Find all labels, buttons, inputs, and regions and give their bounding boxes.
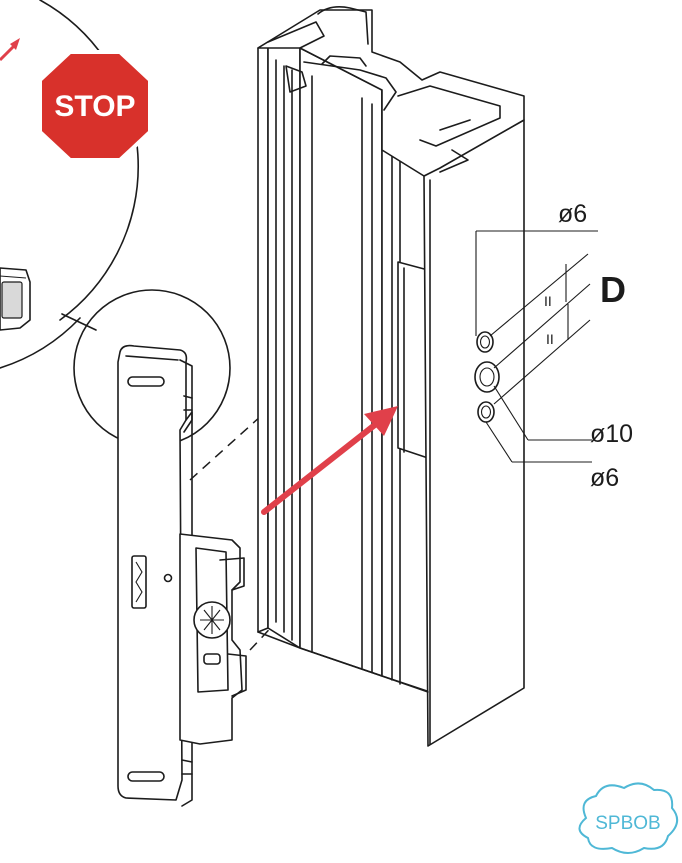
stop-sign-icon: STOP	[38, 50, 152, 162]
red-insertion-arrow	[261, 406, 398, 515]
gearbox-component-icon	[0, 267, 31, 331]
aluminum-profile	[257, 6, 525, 747]
profile-slot-opening	[397, 261, 429, 459]
watermark-text: SPBOB	[595, 813, 660, 834]
detail-label-d: D	[600, 269, 626, 310]
keeper-logo-label	[131, 555, 147, 609]
drill-holes	[474, 331, 500, 423]
bottom-hole-6mm	[477, 401, 495, 423]
middle-hole-10mm	[474, 361, 500, 393]
stop-sign-text: STOP	[54, 90, 135, 123]
bottom-hole-diameter-label: ø6	[590, 464, 619, 492]
keeper-top-slot	[127, 376, 165, 387]
callout-leader-line	[61, 313, 97, 331]
striker-mechanism	[179, 533, 247, 745]
top-hole-diameter-label: ø6	[558, 200, 587, 228]
stop-detail-callout: STOP	[0, 0, 152, 369]
equal-spacing-mark-1: II	[544, 293, 552, 309]
keeper-plate	[117, 344, 247, 807]
keeper-screw-hole	[163, 573, 173, 583]
equal-spacing-mark-2: II	[546, 331, 554, 347]
profile-cross-section	[257, 6, 525, 177]
dimension-annotations: ø6 D II II ø10 ø6	[475, 200, 633, 492]
red-direction-arrow-small	[0, 38, 20, 62]
top-hole-6mm	[476, 331, 494, 353]
profile-front-face	[423, 119, 525, 747]
spbob-watermark: SPBOB	[578, 782, 679, 854]
middle-hole-diameter-label: ø10	[590, 420, 633, 448]
keeper-bottom-slot	[127, 771, 165, 782]
detail-circle-lower-arc	[0, 317, 81, 369]
detail-circle-outline	[39, 0, 140, 321]
